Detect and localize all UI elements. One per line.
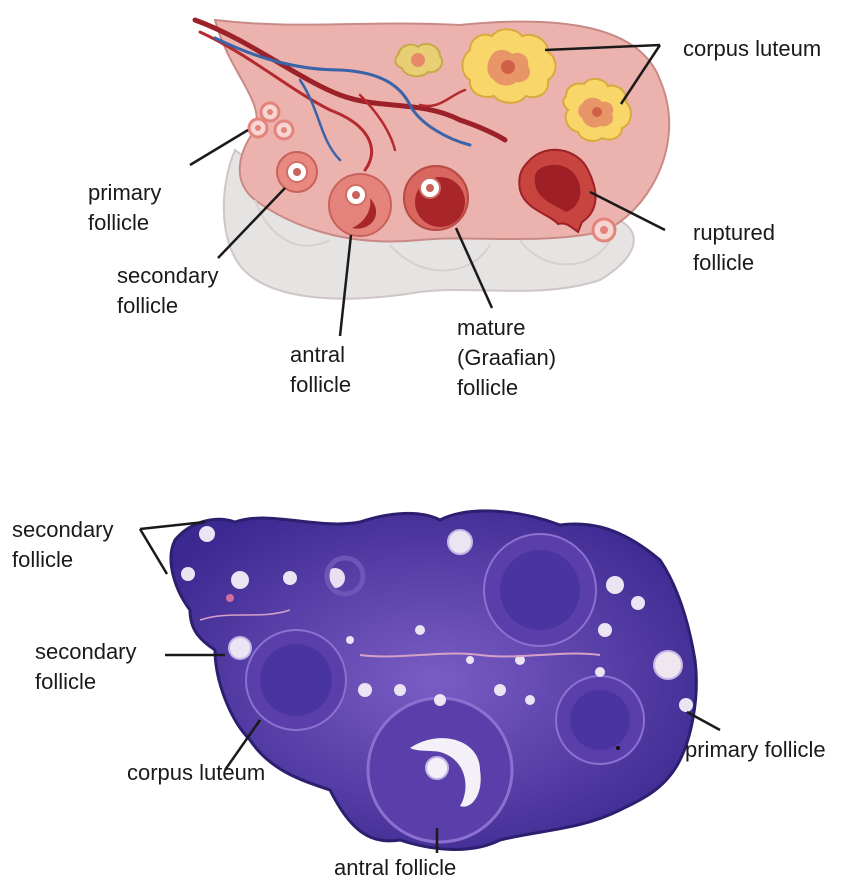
label-micro-primary-follicle: primary follicle <box>685 735 826 765</box>
label-secondary-follicle: secondary follicle <box>117 261 219 321</box>
label-micro-antral-follicle: antral follicle <box>334 853 456 883</box>
corpus-luteum-large <box>463 29 556 103</box>
antral-follicle <box>329 174 391 236</box>
ovary-diagram <box>190 20 669 336</box>
label-antral-follicle: antral follicle <box>290 340 351 400</box>
mature-follicle <box>404 166 468 230</box>
label-ruptured-follicle: ruptured follicle <box>693 218 775 278</box>
secondary-follicle <box>277 152 317 192</box>
label-primary-follicle: primary follicle <box>88 178 161 238</box>
histology-micrograph <box>140 511 720 853</box>
label-mature-follicle: mature (Graafian) follicle <box>457 313 556 403</box>
label-micro-corpus-luteum: corpus luteum <box>127 758 265 788</box>
label-corpus-luteum: corpus luteum <box>683 34 821 64</box>
label-secondary-follicle-mid: secondary follicle <box>35 637 137 697</box>
label-secondary-follicle-top: secondary follicle <box>12 515 114 575</box>
